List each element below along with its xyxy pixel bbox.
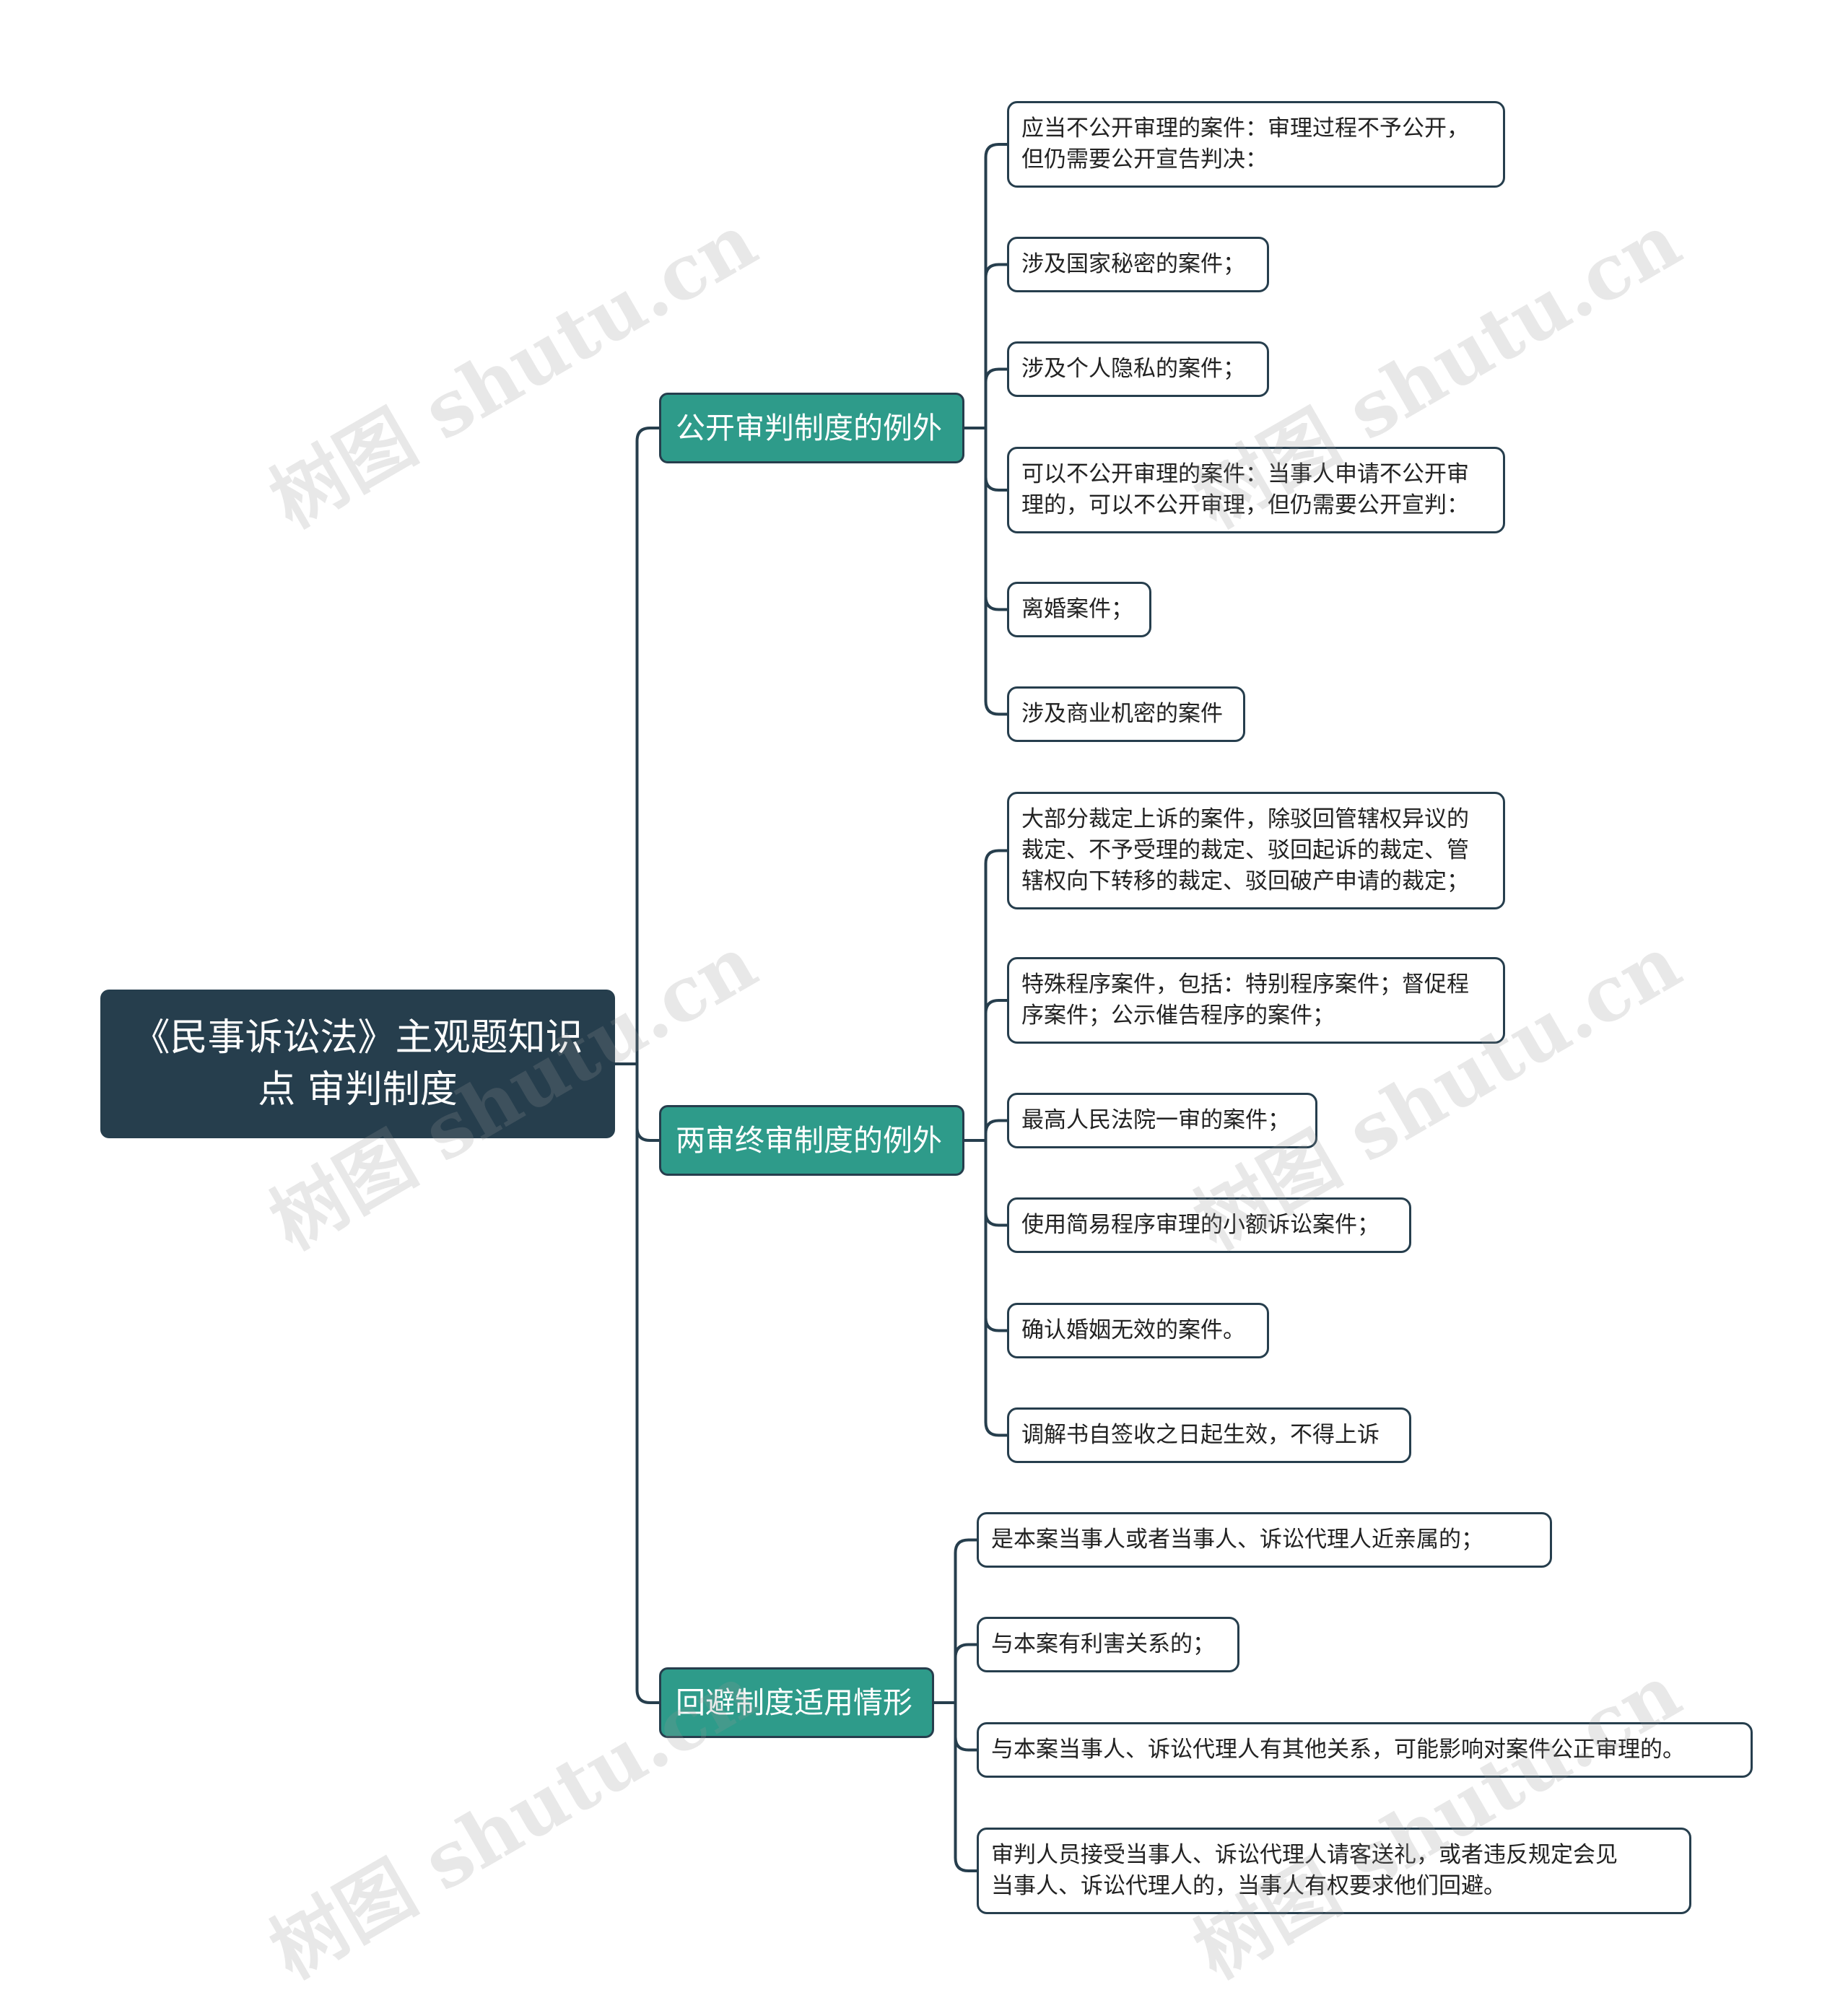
branch-recusal-cases[interactable]: 回避制度适用情形 [659,1667,934,1738]
branch-1-link [984,1140,1007,1437]
root-link [635,1064,659,1142]
branch-1-link [984,999,1007,1140]
branch-2-link [954,1703,977,1752]
branch-1-link [984,1119,1007,1140]
branch-two-instance-exceptions[interactable]: 两审终审制度的例外 [659,1105,964,1176]
leaf-node[interactable]: 可以不公开审理的案件：当事人申请不公开审 理的，可以不公开审理，但仍需要公开宣判… [1007,447,1505,533]
leaf-node[interactable]: 大部分裁定上诉的案件，除驳回管辖权异议的 裁定、不予受理的裁定、驳回起诉的裁定、… [1007,792,1505,909]
branch-1-link [984,1140,1007,1227]
leaf-node[interactable]: 审判人员接受当事人、诉讼代理人请客送礼，或者违反规定会见 当事人、诉讼代理人的，… [977,1828,1691,1914]
branch-label: 公开审判制度的例外 [676,411,942,445]
root-link [635,427,659,1064]
leaf-node[interactable]: 是本案当事人或者当事人、诉讼代理人近亲属的； [977,1512,1552,1568]
branch-0-link [984,367,1007,428]
branch-label: 回避制度适用情形 [676,1685,912,1720]
root-link [635,1064,659,1704]
branch-label: 两审终审制度的例外 [676,1123,942,1158]
branch-public-trial-exceptions[interactable]: 公开审判制度的例外 [659,393,964,463]
root-title: 《民事诉讼法》主观题知识点 审判制度 [132,1016,583,1112]
root-node[interactable]: 《民事诉讼法》主观题知识点 审判制度 [100,990,615,1138]
leaf-node[interactable]: 最高人民法院一审的案件； [1007,1093,1317,1148]
leaf-node[interactable]: 涉及商业机密的案件 [1007,686,1245,742]
leaf-node[interactable]: 涉及个人隐私的案件； [1007,341,1269,397]
branch-0-link [984,428,1007,492]
leaf-node[interactable]: 确认婚姻无效的案件。 [1007,1303,1269,1358]
branch-2-link [954,1538,977,1703]
branch-1-link [984,1140,1007,1332]
branch-2-link [954,1643,977,1703]
branch-1-link [984,849,1007,1140]
leaf-node[interactable]: 与本案当事人、诉讼代理人有其他关系，可能影响对案件公正审理的。 [977,1722,1753,1778]
leaf-node[interactable]: 特殊程序案件，包括：特别程序案件；督促程 序案件；公示催告程序的案件； [1007,957,1505,1044]
leaf-node[interactable]: 离婚案件； [1007,582,1151,637]
branch-0-link [984,428,1007,611]
leaf-node[interactable]: 与本案有利害关系的； [977,1617,1239,1672]
branch-0-link [984,428,1007,716]
leaf-node[interactable]: 涉及国家秘密的案件； [1007,237,1269,292]
leaf-node[interactable]: 调解书自签收之日起生效，不得上诉 [1007,1407,1411,1463]
leaf-node[interactable]: 应当不公开审理的案件：审理过程不予公开， 但仍需要公开宣告判决： [1007,101,1505,188]
branch-0-link [984,263,1007,428]
branch-2-link [954,1703,977,1872]
branch-0-link [984,143,1007,428]
leaf-node[interactable]: 使用简易程序审理的小额诉讼案件； [1007,1197,1411,1253]
